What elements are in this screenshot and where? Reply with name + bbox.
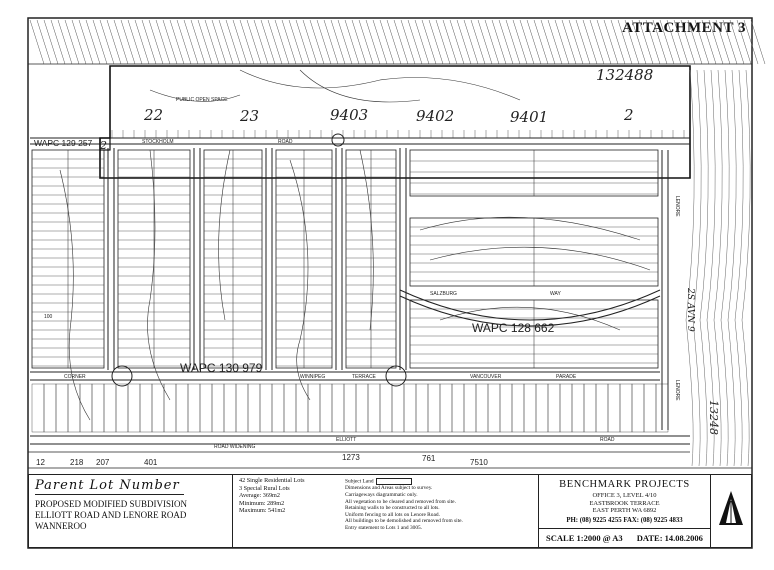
note-line: Dimensions and Areas subject to survey.	[345, 485, 433, 492]
lot-2: 2	[623, 106, 634, 124]
right-vertical-number: 13248	[707, 400, 720, 435]
stat-line: Maximum: 541m2	[239, 507, 286, 515]
title-block: Parent Lot Number PROPOSED MODIFIED SUBD…	[28, 474, 752, 548]
lot-blocks	[31, 130, 685, 433]
wapc-label-1: WAPC 129 257	[34, 138, 93, 148]
top-right-lot-number: 132488	[596, 66, 653, 84]
project-title: PROPOSED MODIFIED SUBDIVISION ELLIOTT RO…	[35, 499, 187, 532]
note-line: Retaining walls to be constructed to all…	[345, 505, 440, 512]
terrain-area	[685, 69, 751, 467]
lot-9401: 9401	[510, 108, 548, 126]
bottom-lot-1273: 1273	[342, 453, 360, 462]
label-vancouver: VANCOUVER	[470, 374, 502, 380]
label-road-widening: ROAD WIDENING	[214, 444, 256, 450]
label-corner: CORNER	[64, 374, 86, 380]
label-stockholm: STOCKHOLM	[142, 139, 174, 145]
note-line: Entry statement to Lots 1 and 3005.	[345, 524, 423, 531]
date-text: DATE: 14.08.2006	[636, 533, 703, 543]
address-line: OFFICE 3, LEVEL 4/10	[592, 492, 657, 499]
note-line: Carriageways diagrammatic only.	[345, 491, 418, 498]
title-block-project: Parent Lot Number PROPOSED MODIFIED SUBD…	[29, 475, 233, 547]
project-line-1: PROPOSED MODIFIED SUBDIVISION	[35, 499, 188, 509]
label-terrace: TERRACE	[352, 374, 377, 380]
bottom-lot-401: 401	[144, 458, 158, 467]
label-way: WAY	[550, 291, 561, 297]
lot-22: 22	[143, 106, 163, 124]
label-public-open-space: PUBLIC OPEN SPACE	[176, 97, 228, 103]
title-block-stats: 42 Single Residential Lots 3 Special Rur…	[233, 475, 339, 547]
project-line-3: WANNEROO	[35, 521, 87, 531]
contour-lines	[59, 69, 651, 421]
left-lot-2: 2	[99, 139, 107, 152]
bottom-lot-218: 218	[70, 458, 84, 467]
label-parade: PARADE	[556, 374, 577, 380]
subject-land-swatch	[375, 478, 412, 485]
label-elliott: ELLIOTT	[336, 437, 356, 443]
note-line: Uniform fencing to all lots on Lenore Ro…	[345, 511, 440, 518]
label-winnipeg: WINNIPEG	[300, 374, 325, 380]
scale-text: SCALE 1:2000 @ A3	[546, 533, 623, 543]
bottom-lot-761: 761	[422, 454, 436, 463]
company-phone: PH: (08) 9225 4255 FAX: (08) 9225 4833	[566, 517, 683, 524]
bottom-lot-207: 207	[96, 458, 110, 467]
label-road-2: ROAD	[600, 437, 615, 443]
scale-date-row: SCALE 1:2000 @ A3 DATE: 14.08.2006	[539, 528, 710, 547]
company-address: OFFICE 3, LEVEL 4/10 EASTBROOK TERRACE E…	[539, 492, 710, 515]
title-block-logo	[711, 475, 751, 547]
label-lenore: LENORE	[674, 196, 680, 217]
parent-lot-number-label: Parent Lot Number	[35, 478, 184, 495]
note-line: Subject Land	[345, 478, 374, 485]
label-road: ROAD	[278, 139, 293, 145]
label-salzburg: SALZBURG	[430, 291, 457, 297]
company-name: BENCHMARK PROJECTS	[559, 479, 690, 490]
lot-9403: 9403	[330, 106, 368, 124]
note-line: All vegetation to be cleared and removed…	[345, 498, 456, 505]
stat-line: 42 Single Residential Lots	[239, 477, 305, 484]
lot-9402: 9402	[416, 107, 454, 125]
address-line: EASTBROOK TERRACE	[589, 499, 660, 507]
wapc-label-3: WAPC 128 662	[472, 321, 555, 335]
bottom-lot-7510: 7510	[470, 458, 488, 467]
stat-line: Average: 369m2	[239, 492, 280, 500]
company-logo-icon	[719, 491, 743, 525]
note-line: All buildings to be demolished and remov…	[345, 518, 463, 525]
top-hatch-area	[28, 19, 766, 65]
road-network	[30, 133, 690, 445]
project-line-2: ELLIOTT ROAD AND LENORE ROAD	[35, 510, 187, 520]
label-lot-100: 100	[44, 314, 53, 320]
lot-23: 23	[239, 107, 259, 125]
label-lenore-2: LENORE	[674, 380, 680, 401]
stat-line: Minimum: 289m2	[239, 499, 285, 507]
address-line: EAST PERTH WA 6892	[592, 507, 657, 515]
stat-line: 3 Special Rural Lots	[239, 484, 290, 492]
bottom-lot-12: 12	[36, 458, 45, 467]
right-vertical-number-2: 2S AVN 9	[685, 287, 695, 332]
title-block-company: BENCHMARK PROJECTS OFFICE 3, LEVEL 4/10 …	[539, 475, 711, 547]
title-block-notes: Subject Land Dimensions and Areas subjec…	[339, 475, 539, 547]
wapc-label-2: WAPC 130 979	[180, 361, 263, 375]
